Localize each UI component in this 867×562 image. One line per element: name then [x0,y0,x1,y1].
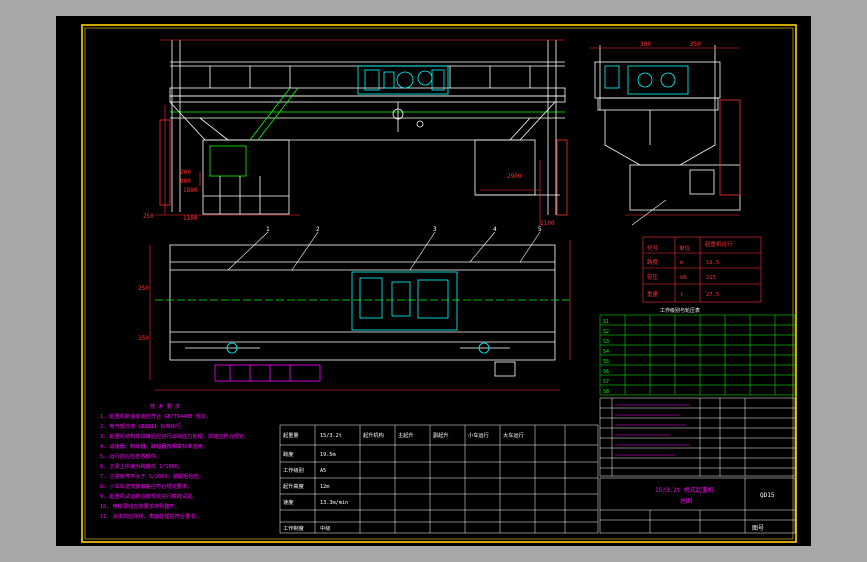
params-cell: kN [680,275,687,281]
dim-label: 200 [180,169,191,176]
dim-label: 350 [690,41,701,48]
spec-cell: 工作级别 [283,466,304,474]
params-cell: 跨度 [647,258,659,266]
plan-trolley [226,271,490,354]
parts-list-magenta [615,404,690,456]
spec-table-text: 起重量 15/3.2t 起升机构 主起升 副起升 小车运行 大车运行 跨度 19… [283,431,524,532]
wheel-row-label: S2 [603,329,609,335]
note-line: 9. 起重机试运转应按规定进行载荷试验。 [100,492,198,500]
dim-label: 250 [143,213,154,220]
note-line: 3. 起重机结构件焊接后应进行消除应力处理，焊缝应符合规定。 [100,432,249,440]
spec-table [279,424,599,534]
title-block [599,477,796,534]
drawing-number: QD15 [760,492,775,499]
wheel-row-label: S4 [603,349,609,355]
wheel-row-label: S5 [603,359,609,365]
note-line: 11. 涂漆前应除锈，表面处理应符合要求。 [100,512,201,520]
plan-view [155,244,570,382]
note-line: 2. 电气部分按 GB3811 标准执行。 [100,422,186,430]
spec-cell: 大车运行 [503,431,524,439]
dim-label: 300 [640,41,651,48]
dim-label: 1100 [183,215,198,222]
dim-label: 2900 [507,173,522,180]
dim-label: 250 [138,285,149,292]
spec-cell: 12m [320,484,329,490]
side-machinery [604,65,689,95]
trolley-machinery [357,65,449,95]
technical-notes: 技 术 要 求 1. 起重机制造安装应符合 GB/T14405 规定。 2. 电… [100,402,249,520]
wheel-row-label: S1 [603,319,609,325]
spec-cell: 主起升 [398,431,414,439]
spec-cell: 起升高度 [283,482,304,490]
spec-cell: 19.5m [320,452,336,458]
note-line: 5. 运行前应检查各部件。 [100,452,161,460]
drawing-border-inner [84,27,794,540]
spec-cell: 15/3.2t [320,433,342,439]
dim-label: 150 [138,335,149,342]
params-text: 起重机运行 代号 单位 跨度 m 19.5 轮压 kN 215 重量 t 27.… [647,240,733,298]
parts-list [599,397,796,477]
spec-cell: 13.3m/min [320,500,348,506]
spec-cell: 副起升 [433,431,449,439]
wheel-row-label: S7 [603,379,609,385]
spec-cell: A5 [320,468,326,474]
params-box [642,236,762,303]
note-line: 7. 主梁旁弯不大于 S/2000，装配后检查。 [100,472,204,480]
drawing-border [81,24,797,543]
callout-number: 4 [493,226,497,233]
params-cell: 轮压 [647,273,659,281]
spec-cell: 起重量 [283,431,299,439]
params-cell: m [680,260,684,266]
note-line: 8. 小车轨道安装偏差应符合规定要求。 [100,482,192,490]
drawing-title: 15/3.2t 桥式起重机 [655,486,714,494]
plan-dim-labels: 250 150 [138,285,149,342]
params-cell: 27.5 [706,292,719,298]
front-dimensions [155,39,565,225]
spec-footer-cell: 工作制度 [283,524,304,532]
front-dim-labels: 250 1100 900 1880 200 2900 1100 [143,169,555,227]
dim-label: 1880 [183,187,198,194]
wheel-table [599,314,796,396]
dim-label: 1100 [540,220,555,227]
spec-cell: 跨度 [283,450,293,458]
callout-leaders [227,231,541,271]
title-block-text: 15/3.2t 桥式起重机 总图 QD15 图号 [655,486,775,532]
side-dimensions [590,47,740,226]
note-line: 6. 主梁上拱度为跨度的 1/1000。 [100,462,183,470]
dim-label: 900 [180,178,191,185]
callout-numbers: 1 2 3 4 5 [266,226,542,233]
wheel-row-label: S8 [603,389,609,395]
notes-heading: 技 术 要 求 [150,402,181,410]
params-header: 起重机运行 [705,240,733,248]
spec-cell: 起升机构 [363,431,384,439]
params-cell: 19.5 [706,260,719,266]
params-cell: 单位 [679,244,691,252]
callout-number: 2 [316,226,320,233]
wheel-row-label: S6 [603,369,609,375]
wheel-table-title: 工作级别与轮压表 [660,307,700,314]
spec-cell: 小车运行 [468,431,489,439]
note-line: 1. 起重机制造安装应符合 GB/T14405 规定。 [100,412,211,420]
note-line: 4. 减速器、制动器、联轴器按相关标准选用。 [100,442,208,450]
drawing-sheet [56,16,811,546]
callout-number: 1 [266,226,270,233]
params-cell: 215 [706,275,716,281]
title-footer: 图号 [752,525,764,532]
note-line: 10. 电缆导线应按要求排列整齐。 [100,502,180,510]
callout-number: 5 [538,226,542,233]
wheel-table-text: 工作级别与轮压表 S1 S2 S3 S4 S5 S6 S7 S8 [603,307,700,395]
params-cell: t [680,292,683,298]
front-elevation-view [159,40,568,216]
plan-dimensions [149,240,571,391]
wheel-row-label: S3 [603,339,609,345]
callout-number: 3 [433,226,437,233]
drawing-subtitle: 总图 [680,497,692,505]
spec-footer-cell: 中级 [320,524,330,532]
params-cell: 代号 [647,244,659,252]
side-dim-labels: 300 350 [640,41,701,48]
spec-cell: 速度 [283,498,293,506]
params-cell: 重量 [647,290,659,298]
side-elevation-view [594,45,741,211]
